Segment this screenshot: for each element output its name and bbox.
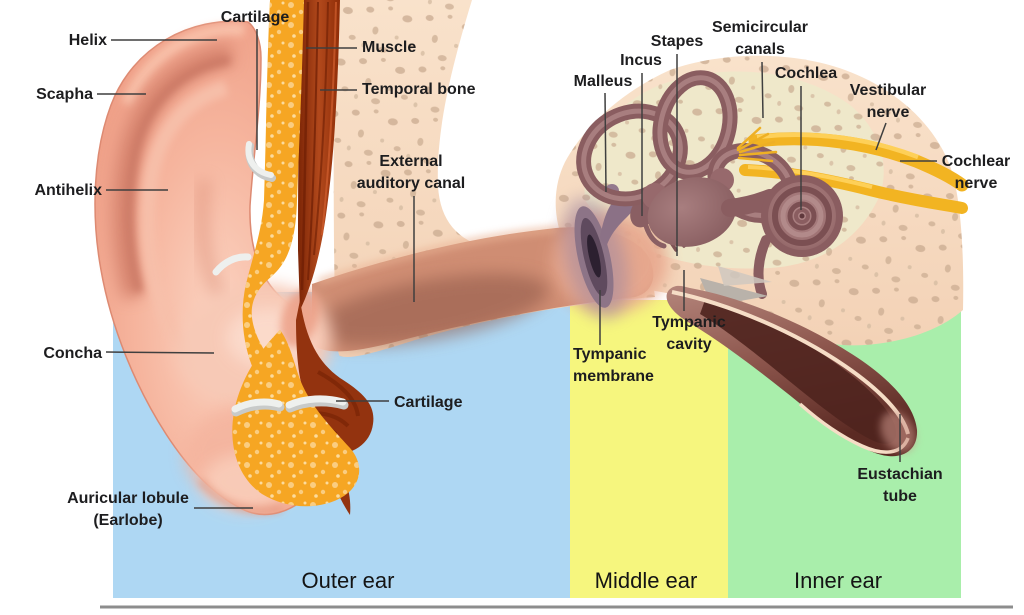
svg-text:Temporal bone: Temporal bone xyxy=(362,81,476,98)
svg-text:Concha: Concha xyxy=(43,345,102,362)
region-middle-ear xyxy=(570,300,728,598)
label-scapha: Scapha xyxy=(36,86,146,103)
label-malleus: Malleus xyxy=(574,73,633,193)
label-helix: Helix xyxy=(69,32,217,49)
scapha-groove xyxy=(112,43,234,300)
region-label-middle-ear: Middle ear xyxy=(595,568,698,593)
svg-text:Antihelix: Antihelix xyxy=(34,182,102,199)
region-label-outer-ear: Outer ear xyxy=(302,568,395,593)
vestibular-nerve-shape xyxy=(748,132,969,192)
svg-text:Auricular lobule(Earlobe): Auricular lobule(Earlobe) xyxy=(67,490,189,529)
label-cochlea: Cochlea xyxy=(775,65,837,210)
svg-text:Cochlea: Cochlea xyxy=(775,65,837,82)
label-temporal-bone: Temporal bone xyxy=(320,81,476,98)
svg-text:Cartilage: Cartilage xyxy=(221,9,290,26)
vestibule-shape xyxy=(647,177,737,247)
region-label-inner-ear: Inner ear xyxy=(794,568,882,593)
cochlea-shape xyxy=(753,175,843,299)
helix-rim xyxy=(121,23,245,107)
label-muscle: Muscle xyxy=(306,39,416,56)
svg-text:Stapes: Stapes xyxy=(651,33,704,50)
label-incus: Incus xyxy=(620,52,662,216)
cartilage-shape xyxy=(212,0,360,507)
svg-text:Malleus: Malleus xyxy=(574,73,633,90)
svg-text:Cartilage: Cartilage xyxy=(394,394,463,411)
label-auricular-lobule: Auricular lobule(Earlobe) xyxy=(67,490,253,529)
label-concha: Concha xyxy=(43,345,215,362)
bony-labyrinth xyxy=(576,70,843,299)
label-cartilage-top: Cartilage xyxy=(221,9,290,150)
label-antihelix: Antihelix xyxy=(34,182,168,199)
svg-text:Helix: Helix xyxy=(69,32,107,49)
label-cartilage-bottom: Cartilage xyxy=(336,394,463,411)
svg-text:Muscle: Muscle xyxy=(362,39,416,56)
nerve-fibers xyxy=(736,126,778,163)
label-stapes: Stapes xyxy=(651,33,704,256)
eustachian-tube-group xyxy=(666,266,918,457)
cartilage-white-crescents xyxy=(212,141,349,417)
svg-text:Scapha: Scapha xyxy=(36,86,93,103)
svg-text:Incus: Incus xyxy=(620,52,662,69)
